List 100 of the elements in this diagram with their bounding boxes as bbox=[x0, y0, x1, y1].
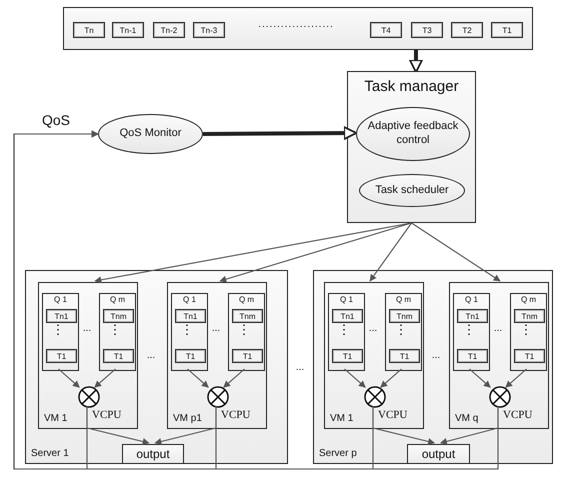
manager-title: Task manager bbox=[363, 78, 460, 95]
ellipsis: ... bbox=[146, 350, 156, 361]
multiplier-circle bbox=[489, 386, 511, 408]
task-box: Tn1 bbox=[457, 309, 488, 323]
queue-box bbox=[385, 293, 422, 371]
ellipsis: ... bbox=[368, 323, 378, 334]
double-arrow bbox=[409, 50, 423, 74]
vcpu-label: VCPU bbox=[503, 409, 532, 421]
vm-box bbox=[38, 282, 138, 429]
task-box: T1 bbox=[175, 349, 206, 363]
vertical-ellipsis: ⋮ bbox=[338, 322, 350, 337]
task-box: Tn1 bbox=[175, 309, 206, 323]
manager-box bbox=[347, 71, 476, 223]
arrow bbox=[411, 222, 501, 282]
queue-panel bbox=[63, 7, 533, 50]
task-box: T1 bbox=[103, 349, 134, 363]
queue-box bbox=[171, 293, 208, 371]
task-box: T1 bbox=[332, 349, 363, 363]
vm-box bbox=[449, 282, 549, 429]
task-box: T1 bbox=[232, 349, 263, 363]
arrow bbox=[344, 368, 366, 388]
task-box: Tnm bbox=[103, 309, 134, 323]
double-arrow bbox=[202, 126, 358, 140]
vm-label: VM 1 bbox=[44, 413, 68, 424]
task-box: Tnm bbox=[232, 309, 263, 323]
vcpu-label: VCPU bbox=[92, 409, 122, 421]
server-box bbox=[25, 270, 288, 464]
task-box: T1 bbox=[514, 349, 545, 363]
ellipsis: ... bbox=[296, 362, 304, 373]
task-box: T1 bbox=[46, 349, 77, 363]
output-box: output bbox=[407, 444, 470, 464]
arrow bbox=[380, 368, 402, 388]
task-box: T3 bbox=[411, 22, 443, 38]
feedback-label: QoS bbox=[42, 112, 70, 128]
vm-box bbox=[324, 282, 424, 429]
multiplier-circle bbox=[364, 386, 386, 408]
queue-label: Q 1 bbox=[53, 295, 68, 304]
dotted-ellipsis: .................... bbox=[258, 19, 334, 30]
server-label: Server 1 bbox=[31, 448, 69, 459]
task-box: Tn-2 bbox=[153, 22, 185, 38]
arrow bbox=[505, 368, 527, 388]
task-box: Tn1 bbox=[332, 309, 363, 323]
arrow bbox=[13, 130, 499, 470]
task-box: Tn-3 bbox=[193, 22, 225, 38]
queue-label: Q m bbox=[520, 295, 538, 304]
queue-box bbox=[228, 293, 265, 371]
task-box: Tn-1 bbox=[112, 22, 144, 38]
queue-label: Q 1 bbox=[464, 295, 479, 304]
arrow bbox=[219, 222, 412, 283]
queue-label: Q m bbox=[238, 295, 256, 304]
queue-box bbox=[99, 293, 136, 371]
vertical-ellipsis: ⋮ bbox=[520, 322, 532, 337]
task-box: Tn bbox=[73, 22, 105, 38]
vertical-ellipsis: ⋮ bbox=[394, 322, 408, 337]
task-box: T1 bbox=[491, 22, 523, 38]
queue-box bbox=[328, 293, 365, 371]
queue-label: Q m bbox=[394, 295, 412, 304]
output-box: output bbox=[122, 444, 184, 464]
task-box: Tnm bbox=[389, 309, 420, 323]
arrow bbox=[223, 368, 245, 388]
queue-box bbox=[453, 293, 490, 371]
vcpu-label: VCPU bbox=[221, 409, 250, 421]
vertical-ellipsis: ⋮ bbox=[52, 322, 64, 337]
ellipsis: ... bbox=[432, 350, 440, 361]
control-ellipse: Adaptive feedback control bbox=[356, 107, 470, 161]
ellipsis: ... bbox=[212, 323, 220, 334]
queue-box bbox=[42, 293, 79, 371]
vertical-ellipsis: ⋮ bbox=[462, 322, 476, 337]
arrow bbox=[370, 222, 412, 282]
queue-label: Q 1 bbox=[182, 295, 197, 304]
vertical-ellipsis: ⋮ bbox=[238, 322, 250, 337]
task-box: T1 bbox=[457, 349, 488, 363]
task-box: T4 bbox=[370, 22, 402, 38]
vm-box bbox=[167, 282, 267, 429]
arrow bbox=[469, 368, 491, 388]
vm-label: VM 1 bbox=[330, 413, 354, 424]
vm-label: VM q bbox=[455, 413, 478, 424]
queue-label: Q 1 bbox=[339, 295, 354, 304]
task-box: Tnm bbox=[514, 309, 545, 323]
queue-box bbox=[510, 293, 547, 371]
task-box: Tn1 bbox=[46, 309, 77, 323]
arrow bbox=[94, 368, 116, 388]
vm-label: VM p1 bbox=[173, 413, 202, 424]
vcpu-label: VCPU bbox=[378, 409, 408, 421]
multiplier-circle bbox=[78, 386, 100, 408]
arrow bbox=[94, 222, 412, 284]
ellipsis: ... bbox=[82, 323, 92, 334]
task-box: T2 bbox=[451, 22, 483, 38]
ellipsis: ... bbox=[494, 323, 502, 334]
vertical-ellipsis: ⋮ bbox=[108, 322, 122, 337]
vertical-ellipsis: ⋮ bbox=[180, 322, 194, 337]
multiplier-circle bbox=[207, 386, 229, 408]
monitor-ellipse: QoS Monitor bbox=[98, 114, 203, 154]
arrow bbox=[58, 368, 80, 388]
server-box bbox=[313, 270, 553, 464]
queue-label: Q m bbox=[108, 295, 126, 304]
scheduler-ellipse: Task scheduler bbox=[359, 174, 465, 207]
task-box: T1 bbox=[389, 349, 420, 363]
server-label: Server p bbox=[319, 448, 357, 459]
arrow bbox=[187, 368, 209, 388]
